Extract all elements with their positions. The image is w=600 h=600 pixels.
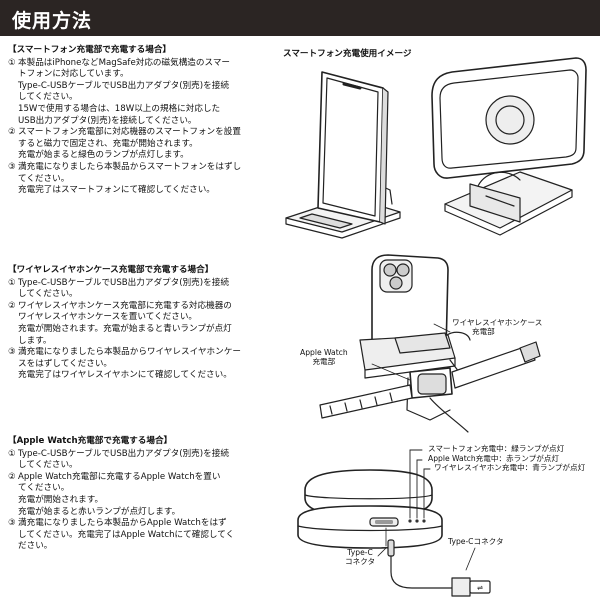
section-title: 【Apple Watch充電部で充電する場合】 xyxy=(8,436,173,446)
lamp-label-earbuds: ワイヤレスイヤホン充電中：青ランプが点灯 xyxy=(434,463,586,472)
instruction-item: ① Type-C-USBケーブルでUSB出力アダプタ(別売)を接続 してください… xyxy=(8,448,229,471)
section-title: 【スマートフォン充電部で充電する場合】 xyxy=(8,45,172,55)
side-view-illustration: ⇌ xyxy=(297,449,491,597)
section-smartphone: 【スマートフォン充電部で充電する場合】 ① 本製品はiPhoneなどMagSaf… xyxy=(8,45,270,197)
watch-charger-label: Apple Watch 充電部 xyxy=(300,348,348,366)
instruction-item: ② ワイヤレスイヤホンケース充電部に充電する対応機器の ワイヤレスイヤホンケース… xyxy=(8,300,232,346)
instruction-item: ① 本製品はiPhoneなどMagSafe対応の磁気構造のスマー トフォンに対応… xyxy=(8,57,231,126)
instruction-item: ② スマートフォン充電部に対応機器のスマートフォンを設置 すると磁力で固定され、… xyxy=(8,127,241,161)
typec-connector-label: Type-Cコネクタ xyxy=(448,537,504,546)
instruction-item: ③ 満充電になりましたら本製品からスマートフォンをはずし てください。 充電完了… xyxy=(8,161,242,196)
instruction-item: ② Apple Watch充電部に充電するApple Watchを置い てくださ… xyxy=(8,471,221,517)
lamp-label-smartphone: スマートフォン充電中：緑ランプが点灯 xyxy=(428,444,565,453)
instruction-item: ③ 満充電になりましたら本製品からApple Watchをはず してください。充… xyxy=(8,518,235,552)
header-bar: 使用方法 xyxy=(0,0,600,36)
combo-illustration xyxy=(319,254,541,433)
earbuds-charger-label: ワイヤレスイヤホンケース 充電部 xyxy=(452,318,543,336)
phone-illustration-left xyxy=(317,71,389,225)
lamp-label-watch: Apple Watch充電中：赤ランプが点灯 xyxy=(428,454,559,463)
page-title: 使用方法 xyxy=(12,10,93,32)
section-title: 【ワイヤレスイヤホンケース充電部で充電する場合】 xyxy=(8,265,214,275)
figure-title: スマートフォン充電使用イメージ xyxy=(283,49,412,59)
section-earbuds: 【ワイヤレスイヤホンケース充電部で充電する場合】 ① Type-C-USBケーブ… xyxy=(8,265,270,382)
stand-illustration-right xyxy=(444,171,573,236)
instruction-item: ① Type-C-USBケーブルでUSB出力アダプタ(別売)を接続 してください… xyxy=(8,277,229,300)
phone-illustration-right xyxy=(431,57,587,179)
typec-label: Type-C コネクタ xyxy=(345,548,376,566)
instruction-item: ③ 満充電になりましたら本製品からワイヤレスイヤホンケー スをはずしてください。… xyxy=(8,347,241,381)
svg-text:⇌: ⇌ xyxy=(477,584,483,592)
section-watch: 【Apple Watch充電部で充電する場合】 ① Type-C-USBケーブル… xyxy=(8,436,270,553)
